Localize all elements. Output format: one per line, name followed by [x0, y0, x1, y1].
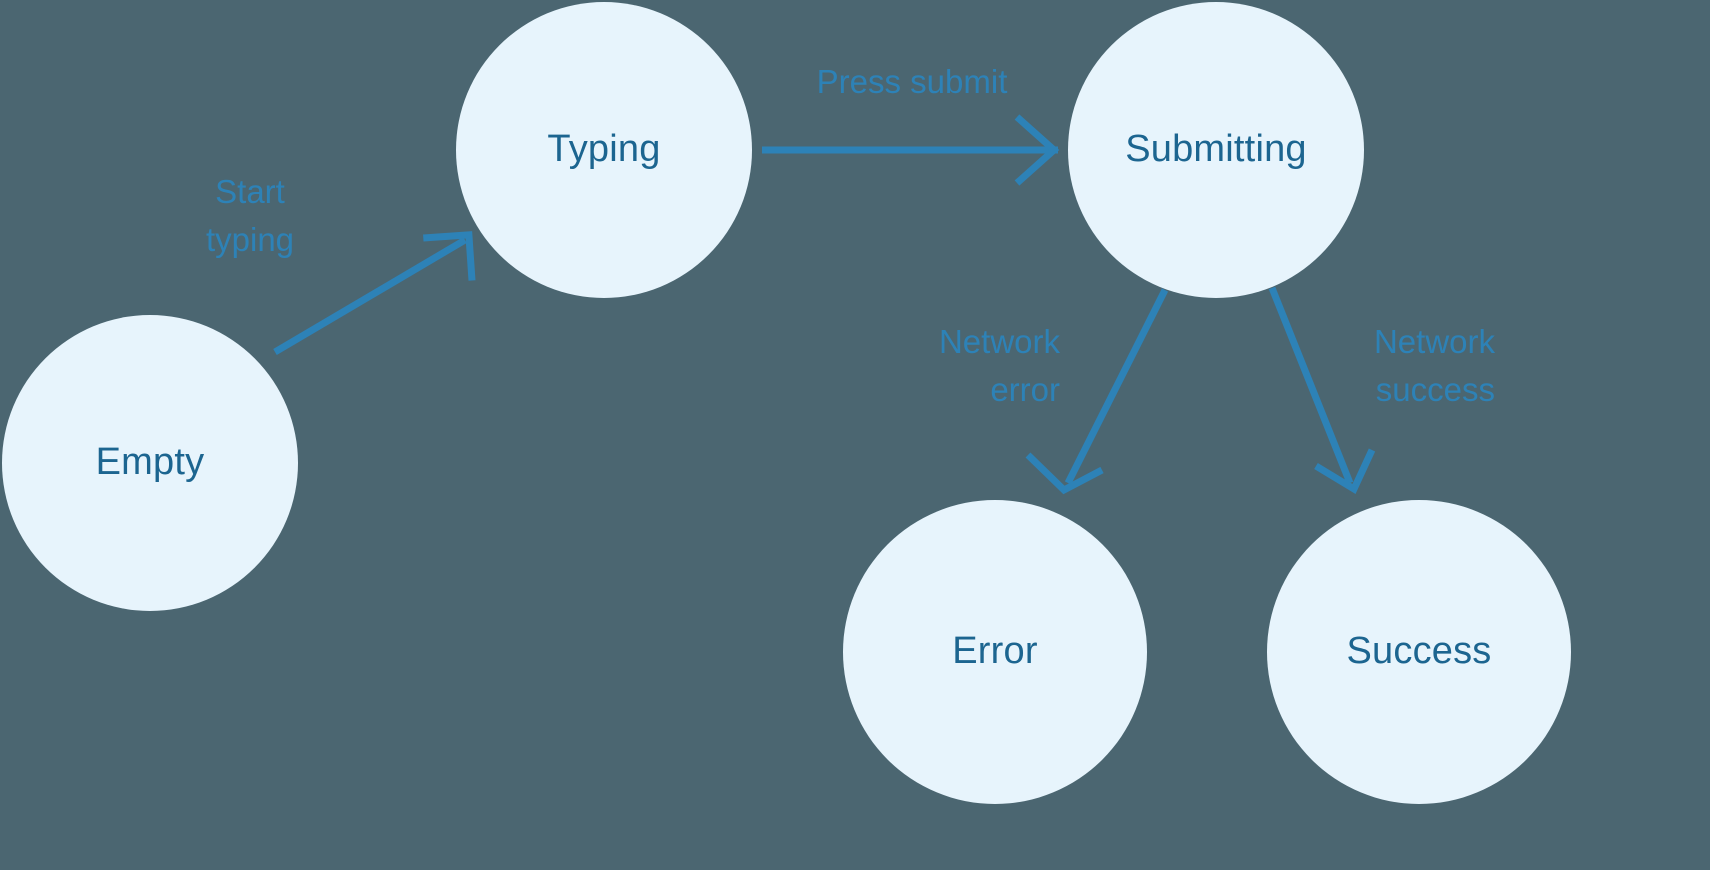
edge-typing-to-submitting: [762, 114, 1060, 186]
state-node-label: Empty: [95, 441, 205, 484]
edge-label-network-success: Network success: [1373, 323, 1495, 408]
edge-submitting-to-error: [1025, 288, 1169, 495]
edge-label-press-submit: Press submit: [816, 63, 1008, 100]
state-node-label: Typing: [547, 128, 661, 171]
state-node-typing[interactable]: Typing: [456, 2, 752, 298]
edge-label-start-typing: Start typing: [205, 173, 295, 258]
edge-label-network-error: Network error: [938, 323, 1060, 408]
edge-empty-to-typing: [273, 231, 476, 356]
state-node-submitting[interactable]: Submitting: [1068, 2, 1364, 298]
state-node-label: Error: [952, 630, 1038, 673]
edge-submitting-to-success: [1268, 286, 1376, 495]
state-node-empty[interactable]: Empty: [2, 315, 298, 611]
state-node-error[interactable]: Error: [843, 500, 1147, 804]
state-node-success[interactable]: Success: [1267, 500, 1571, 804]
state-node-label: Success: [1346, 630, 1492, 673]
state-node-label: Submitting: [1125, 128, 1307, 171]
